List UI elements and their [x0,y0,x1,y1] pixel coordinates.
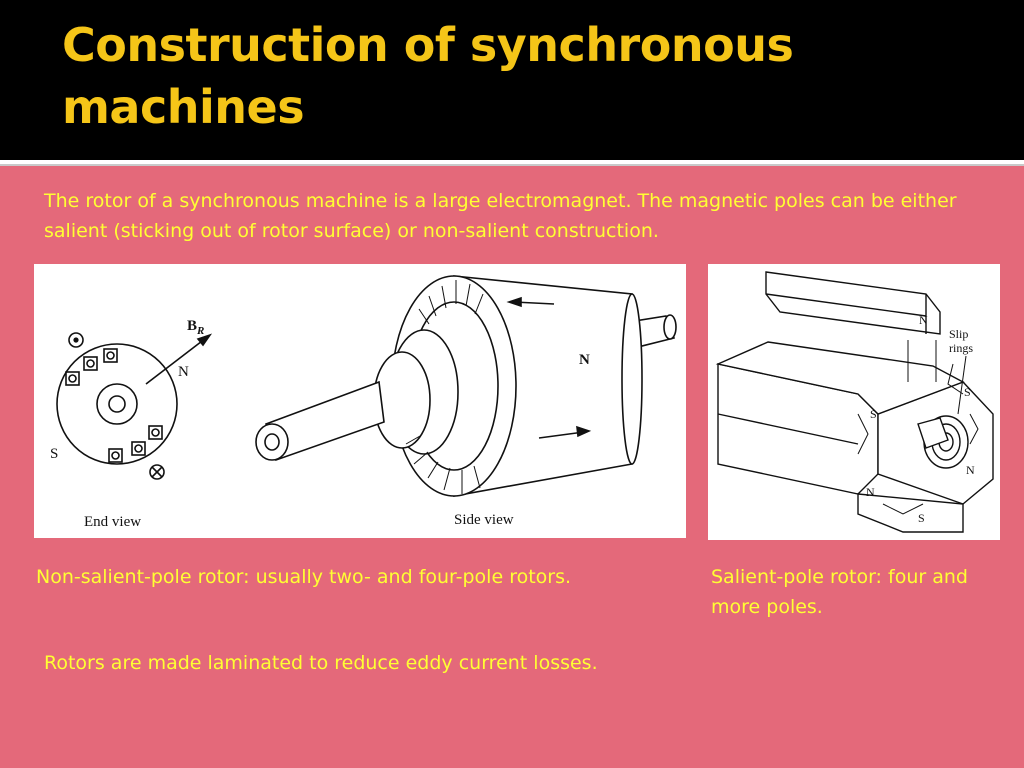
title-divider-shadow [0,164,1024,166]
pole-windings [857,340,979,515]
end-view [56,332,213,480]
lamination-note: Rotors are made laminated to reduce eddy… [44,652,598,674]
side-north-label: N [579,352,590,368]
lamination-lines [405,280,484,494]
slip-rings-label-line2: rings [949,341,973,355]
north-pole-label: N [178,364,189,380]
slide-title: Construction of synchronous machines [62,18,794,134]
title-divider [0,160,1024,164]
salient-pole-drawing [715,271,994,533]
side-view [255,275,677,497]
salient-caption: Salient-pole rotor: four and more poles. [711,566,968,618]
intro-paragraph: The rotor of a synchronous machine is a … [44,190,957,242]
salient-rotor-figure: N Slip rings S S N N S [708,264,1000,540]
salient-rotor-drawing: N Slip rings S S N N S [715,271,994,533]
side-view-label: Side view [454,512,514,528]
right-pole-north-label: N [966,463,975,477]
non-salient-rotor-drawing: BR N S End view [50,275,677,530]
bottom-pole-north-label: N [866,485,875,499]
title-bar [0,0,1024,160]
end-view-label: End view [84,514,141,530]
right-pole-south-label: S [964,385,971,399]
slip-rings-label-line1: Slip [949,327,968,341]
non-salient-caption: Non-salient-pole rotor: usually two- and… [36,566,572,588]
top-pole-north-label: N [919,313,928,327]
left-pole-south-label: S [870,407,877,421]
field-vector-label: BR [187,318,204,337]
bottom-pole-south-label: S [918,511,925,525]
south-pole-label: S [50,446,58,462]
non-salient-rotor-figure: BR N S End view [34,264,686,538]
